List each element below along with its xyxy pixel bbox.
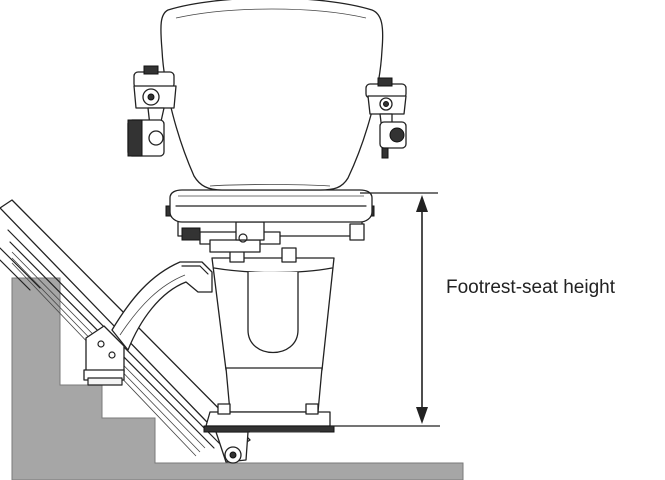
left-armrest: [127, 65, 177, 157]
backrest: [160, 0, 384, 191]
dimension-line: [330, 192, 440, 427]
rail-bracket: [83, 325, 125, 386]
seat-column: [211, 247, 335, 413]
seat-cushion: [169, 189, 373, 223]
carriage-arm: [111, 261, 213, 351]
arrowhead-top: [416, 195, 428, 212]
right-armrest: [365, 77, 407, 159]
footrest: [203, 403, 335, 464]
footrest-seat-height-label: Footrest-seat height: [446, 277, 616, 298]
arrowhead-bottom: [416, 407, 428, 424]
staircase: [11, 277, 464, 480]
